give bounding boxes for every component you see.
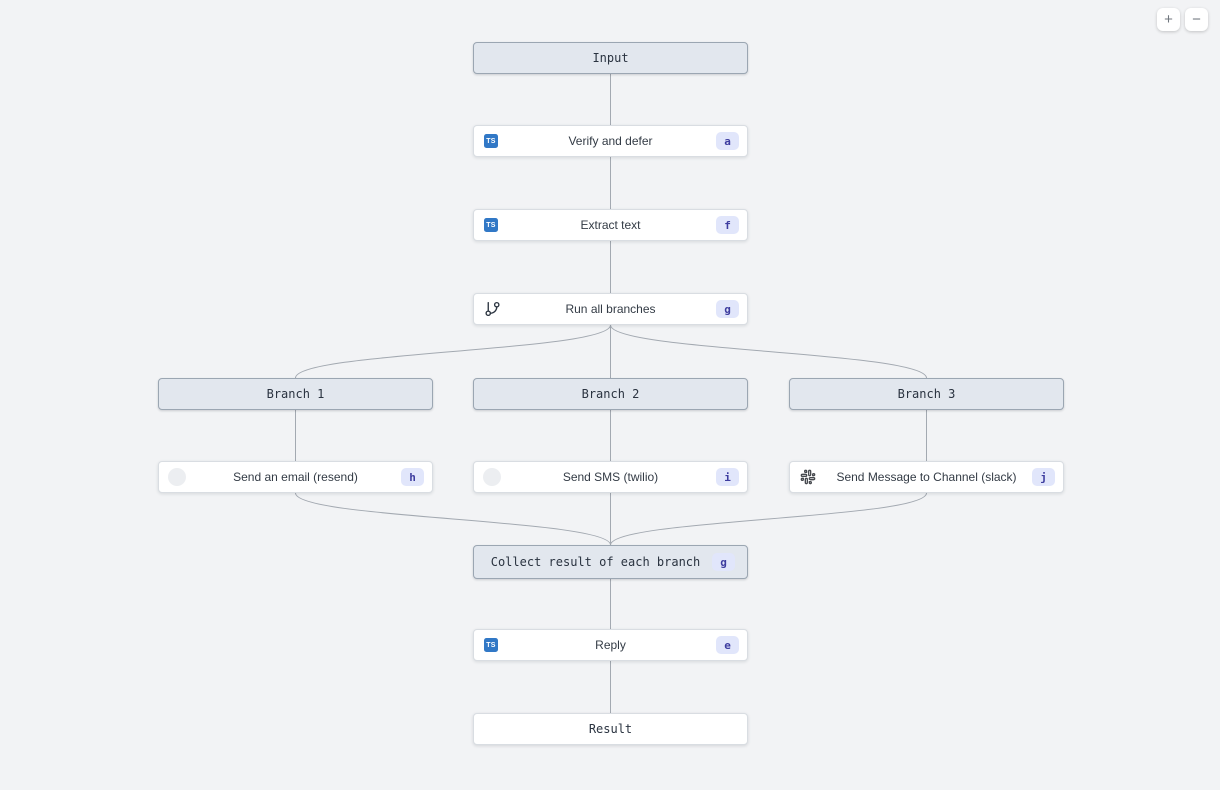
node-badge: h: [401, 468, 424, 486]
edge-run-branch1: [295, 324, 611, 379]
node-badge: g: [712, 553, 735, 571]
node-branch-2[interactable]: Branch 2: [473, 378, 748, 410]
edge-email-collect: [295, 492, 611, 546]
node-label: Send an email (resend): [233, 470, 358, 484]
node-label: Send SMS (twilio): [562, 470, 659, 484]
resend-icon: [168, 468, 186, 486]
slack-icon: [800, 469, 816, 485]
node-label: Branch 3: [897, 387, 956, 401]
node-label: Run all branches: [565, 302, 656, 316]
typescript-icon: TS: [484, 134, 498, 148]
node-badge: g: [716, 300, 739, 318]
node-branch-1[interactable]: Branch 1: [158, 378, 433, 410]
edge-slack-collect: [610, 492, 927, 546]
node-collect-result[interactable]: Collect result of each branch g: [473, 545, 748, 579]
node-branch-3[interactable]: Branch 3: [789, 378, 1064, 410]
edge-run-branch3: [610, 324, 927, 379]
node-run-all-branches[interactable]: Run all branches g: [473, 293, 748, 325]
zoom-in-button[interactable]: +: [1157, 8, 1180, 31]
node-label: Result: [588, 722, 633, 736]
node-send-email-resend[interactable]: Send an email (resend) h: [158, 461, 433, 493]
node-badge: j: [1032, 468, 1055, 486]
zoom-out-button[interactable]: −: [1185, 8, 1208, 31]
node-badge: i: [716, 468, 739, 486]
typescript-icon: TS: [484, 638, 498, 652]
node-label: Verify and defer: [568, 134, 653, 148]
node-label: Extract text: [580, 218, 641, 232]
node-label: Branch 2: [581, 387, 640, 401]
node-label: Send Message to Channel (slack): [836, 470, 1017, 484]
node-badge: e: [716, 636, 739, 654]
node-reply[interactable]: TS Reply e: [473, 629, 748, 661]
zoom-controls: + −: [1157, 8, 1208, 31]
node-label: Collect result of each branch: [490, 555, 701, 569]
node-label: Branch 1: [266, 387, 325, 401]
node-badge: a: [716, 132, 739, 150]
node-send-sms-twilio[interactable]: Send SMS (twilio) i: [473, 461, 748, 493]
node-result[interactable]: Result: [473, 713, 748, 745]
twilio-icon: [483, 468, 501, 486]
node-extract-text[interactable]: TS Extract text f: [473, 209, 748, 241]
node-send-message-slack[interactable]: Send Message to Channel (slack) j: [789, 461, 1064, 493]
node-label: Reply: [595, 638, 626, 652]
node-verify-and-defer[interactable]: TS Verify and defer a: [473, 125, 748, 157]
minus-icon: −: [1192, 11, 1201, 28]
node-input[interactable]: Input: [473, 42, 748, 74]
node-label: Input: [592, 51, 629, 65]
git-branch-icon: [484, 301, 501, 318]
node-badge: f: [716, 216, 739, 234]
typescript-icon: TS: [484, 218, 498, 232]
plus-icon: +: [1164, 11, 1173, 28]
